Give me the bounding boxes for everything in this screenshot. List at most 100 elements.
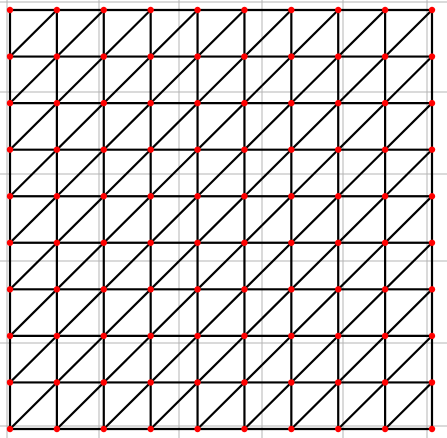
mesh-edge-diagonal [55,194,106,245]
mesh-node [147,286,154,293]
mesh-edge-diagonal [8,241,59,291]
mesh-node [194,379,201,386]
mesh-node [147,6,154,14]
mesh-edge-diagonal [102,54,153,105]
mesh-node [147,193,154,200]
mesh-edge-diagonal [383,101,434,152]
mesh-edge-diagonal [195,334,247,385]
mesh-node [288,193,295,200]
mesh-node [6,379,14,386]
mesh-edge-diagonal [195,101,247,152]
mesh-node [53,99,61,107]
mesh-edge-diagonal [55,241,106,291]
mesh-node [428,53,436,60]
mesh-node [381,53,389,60]
mesh-node [194,193,201,200]
mesh-edge-diagonal [289,380,340,431]
mesh-node [381,286,389,293]
mesh-node [381,239,389,246]
mesh-node [428,425,436,433]
mesh-node [288,239,295,246]
mesh-edge-diagonal [8,334,59,385]
mesh-edge-diagonal [149,101,200,152]
mesh-edge-diagonal [102,8,153,59]
mesh-edge-diagonal [336,287,387,338]
mesh-node [335,379,342,386]
mesh-edge-diagonal [149,194,200,245]
mesh-node [53,425,61,433]
mesh-edge-diagonal [55,287,106,338]
mesh-node [100,239,107,246]
mesh-node [241,239,248,246]
mesh-node [6,99,14,107]
mesh-edge-diagonal [242,287,293,338]
mesh-node [6,332,14,340]
mesh-edge-diagonal [383,54,434,105]
mesh-node [335,53,342,60]
mesh-node [381,146,389,153]
mesh-node [100,146,107,153]
mesh-node [147,425,154,433]
mesh-node [335,239,342,246]
mesh-edge-diagonal [8,101,59,152]
mesh-node [381,332,389,340]
mesh-node [288,6,295,14]
mesh-node [428,332,436,340]
mesh-node [147,146,154,153]
mesh-horizontal-edges [8,8,434,431]
mesh-edge-diagonal [195,194,247,245]
mesh-node [241,379,248,386]
mesh-edge-diagonal [8,8,59,59]
mesh-edge-diagonal [336,241,387,291]
mesh-edge-diagonal [149,380,200,431]
mesh-edge-diagonal [336,101,387,152]
mesh-edge-diagonal [383,194,434,245]
mesh-node [241,53,248,60]
mesh-edge-diagonal [8,287,59,338]
mesh-edge-diagonal [289,8,340,59]
mesh-node [53,379,61,386]
mesh-node [147,332,154,340]
mesh-node [381,193,389,200]
mesh-node [428,6,436,14]
mesh-node [335,193,342,200]
mesh-edge-diagonal [383,287,434,338]
mesh-node [194,332,201,340]
mesh-edge-diagonal [336,334,387,385]
mesh-edge-diagonal [383,380,434,431]
mesh-node [288,99,295,107]
mesh-edge-diagonal [289,194,340,245]
mesh-edge-diagonal [149,148,200,198]
mesh-node [6,53,14,60]
mesh-node [241,99,248,107]
mesh-edge-diagonal [383,148,434,198]
mesh-edge-diagonal [149,334,200,385]
mesh-edge-diagonal [242,194,293,245]
mesh-edge-diagonal [149,241,200,291]
mesh-node [194,99,201,107]
mesh-node [53,193,61,200]
mesh-node [6,6,14,14]
mesh-edge-diagonal [55,380,106,431]
mesh-node [241,286,248,293]
mesh-edge-diagonal [242,101,293,152]
mesh-node [6,239,14,246]
mesh-node [100,425,107,433]
mesh-edge-diagonal [8,148,59,198]
mesh-edge-diagonal [242,148,293,198]
mesh-edge-diagonal [8,194,59,245]
mesh-edge-diagonal [289,287,340,338]
mesh-edge-diagonal [336,194,387,245]
mesh-edge-diagonal [383,241,434,291]
mesh-node [335,332,342,340]
mesh-edge-diagonal [195,148,247,198]
mesh-edge-diagonal [336,380,387,431]
mesh-node [381,425,389,433]
mesh-node [194,239,201,246]
mesh-edge-diagonal [242,241,293,291]
mesh-edge-diagonal [242,54,293,105]
mesh-node [53,53,61,60]
mesh-node [100,99,107,107]
